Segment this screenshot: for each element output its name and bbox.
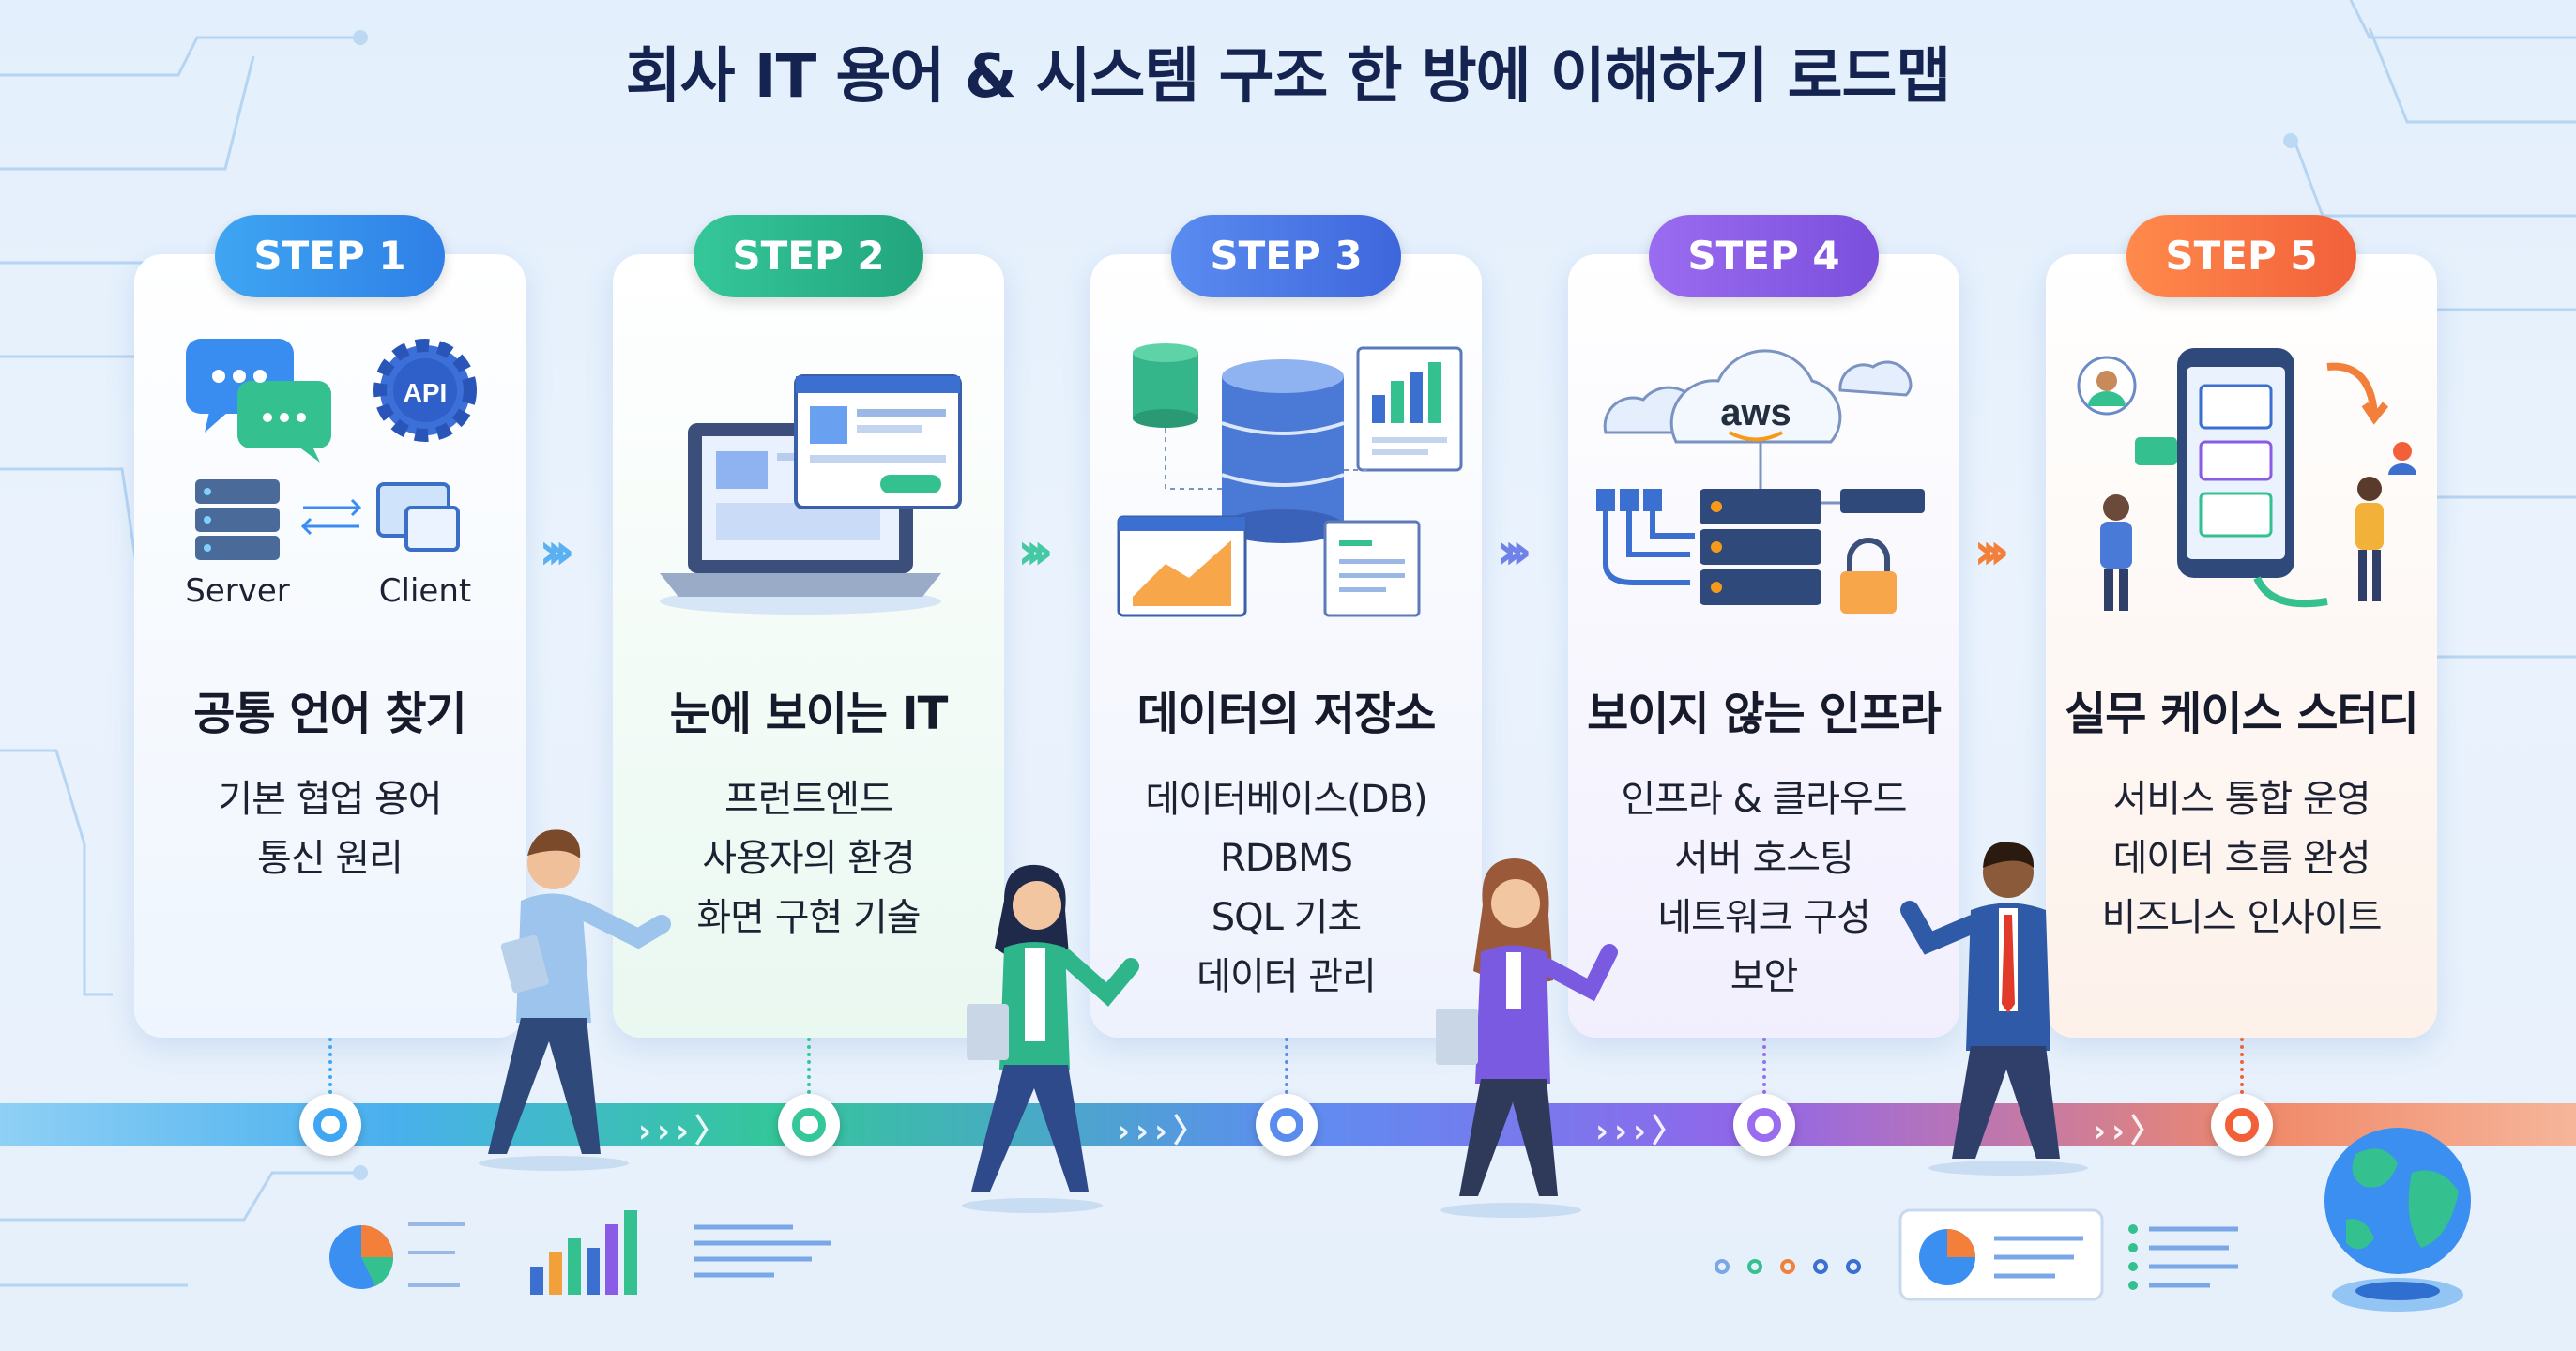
- step-2-item: 화면 구현 기술: [696, 896, 921, 939]
- server-label: Server: [185, 572, 290, 610]
- database-cylinder-icon: [1221, 359, 1345, 543]
- page-title: 회사 IT 용어 & 시스템 구조 한 방에 이해하기 로드맵: [625, 42, 1952, 112]
- bar-chart-doc-icon: [1356, 346, 1463, 472]
- smartphone-icon: [2177, 348, 2294, 578]
- step-1-item: 통신 원리: [257, 837, 404, 880]
- list-icon: [2128, 1224, 2238, 1290]
- timeline-node-3: [1256, 1094, 1318, 1156]
- step-4-card: STEP 4 aws 보이지 않는 인프라 인프라 & 클라우드 서버 호스팅 …: [1568, 215, 1959, 1038]
- person-businessman-illustration: [1900, 842, 2088, 1176]
- step-5-item: 데이터 흐름 완성: [2112, 837, 2370, 880]
- step-4-item: 보안: [1730, 955, 1799, 998]
- connector-dots: [328, 1038, 332, 1094]
- switch-icon: [1840, 489, 1925, 513]
- person-icon: [2100, 494, 2132, 611]
- connector-dots: [807, 1038, 811, 1094]
- person-woman-pointing-illustration: [1436, 858, 1618, 1218]
- step-4-item: 인프라 & 클라우드: [1621, 778, 1907, 821]
- network-cables-icon: [1603, 508, 1695, 585]
- client-monitor-icon: [376, 482, 460, 552]
- exchange-arrows-icon: [300, 498, 362, 536]
- connector-dots: [1285, 1038, 1288, 1094]
- pie-chart-icon: [329, 1222, 465, 1289]
- step-3-item: 데이터 관리: [1197, 955, 1377, 998]
- timeline-node-5: [2211, 1094, 2273, 1156]
- document-icon: [1323, 520, 1421, 617]
- step-2-item: 프런트엔드: [724, 778, 893, 821]
- person-woman-illustration: [962, 864, 1139, 1213]
- business-case-icon-group: [2077, 348, 2416, 611]
- timeline-arrows-icon: ›››〉: [1117, 1113, 1212, 1150]
- client-label: Client: [379, 572, 471, 610]
- communication-icon-group: API Server Client: [185, 339, 477, 610]
- chat-bubbles-icon: [186, 339, 331, 463]
- step-3-badge: STEP 3: [1171, 215, 1401, 297]
- database-icon-group: [1117, 343, 1463, 617]
- step-5-card: STEP 5 실무 케이스 스터디 서비스 통합 운영 데이터 흐름 완성 비즈…: [2046, 215, 2437, 1038]
- refresh-arrows-icon: [2253, 362, 2389, 608]
- step-3-title: 데이터의 저장소: [1136, 688, 1437, 740]
- step-5-item: 서비스 통합 운영: [2112, 778, 2370, 821]
- globe-icon: [2324, 1128, 2471, 1312]
- timeline-node-1: [299, 1094, 361, 1156]
- step-2-badge: STEP 2: [694, 215, 923, 297]
- lock-icon: [1840, 538, 1897, 614]
- server-rack-icon: [1700, 489, 1821, 605]
- timeline-node-4: [1733, 1094, 1795, 1156]
- step-1-title: 공통 언어 찾기: [193, 688, 466, 740]
- svg-text:API: API: [404, 378, 448, 407]
- chevron-right-icon: ›››: [1017, 522, 1054, 581]
- laptop-ui-icon: [660, 374, 962, 615]
- avatar-icon: [2077, 356, 2137, 416]
- person-man-illustration: [479, 829, 671, 1171]
- step-2-item: 사용자의 환경: [702, 837, 916, 880]
- step-2-title: 눈에 보이는 IT: [669, 688, 949, 740]
- step-3-item: 데이터베이스(DB): [1145, 778, 1427, 821]
- bar-chart-icon: [530, 1210, 637, 1295]
- connector-dots: [1762, 1038, 1766, 1094]
- infrastructure-icon-group: aws: [1596, 349, 1925, 614]
- step-5-badge: STEP 5: [2126, 215, 2356, 297]
- step-3-card: STEP 3 데이터의 저장소 데이터베이스(DB) RDBMS SQL 기초 …: [1090, 215, 1482, 1038]
- chevron-right-icon: ›››: [1974, 522, 2010, 581]
- server-icon: [195, 479, 280, 560]
- user-icon: [2388, 442, 2416, 475]
- line-chart-window-icon: [1117, 515, 1247, 617]
- timeline-arrows-icon: ›››〉: [1595, 1113, 1690, 1150]
- step-2-card: STEP 2 눈에 보이는 IT 프런트엔드 사용자의 환경 화면 구현 기술: [613, 215, 1004, 1038]
- dashboard-card-icon: [1715, 1208, 2104, 1301]
- chevron-right-icon: ›››: [539, 522, 575, 581]
- database-small-icon: [1133, 343, 1198, 428]
- api-gear-icon: API: [373, 339, 477, 442]
- cloud-icon: [1603, 349, 1913, 444]
- connector-dots: [2240, 1038, 2244, 1094]
- step-5-item: 비즈니스 인사이트: [2101, 896, 2382, 939]
- timeline-arrows-icon: ››〉: [2093, 1113, 2169, 1150]
- step-1-card: STEP 1 API Server Client 공통 언어 찾기 기본 협업 …: [134, 215, 526, 1038]
- step-4-item: 서버 호스팅: [1674, 837, 1854, 880]
- step-1-item: 기본 협업 용어: [218, 778, 442, 821]
- chevron-right-icon: ›››: [1496, 522, 1532, 581]
- timeline-arrows-icon: ›››〉: [638, 1113, 733, 1150]
- step-4-title: 보이지 않는 인프라: [1587, 688, 1942, 740]
- aws-logo: aws: [1720, 392, 1791, 433]
- step-3-item: SQL 기초: [1211, 896, 1362, 939]
- message-icon: [2135, 437, 2177, 465]
- text-lines-icon: [694, 1224, 831, 1278]
- timeline-node-2: [778, 1094, 840, 1156]
- step-4-item: 네트워크 구성: [1657, 896, 1871, 939]
- step-1-badge: STEP 1: [215, 215, 445, 297]
- step-3-item: RDBMS: [1220, 837, 1353, 880]
- step-5-title: 실무 케이스 스터디: [2065, 688, 2419, 740]
- step-4-badge: STEP 4: [1649, 215, 1879, 297]
- person-icon: [2355, 477, 2384, 601]
